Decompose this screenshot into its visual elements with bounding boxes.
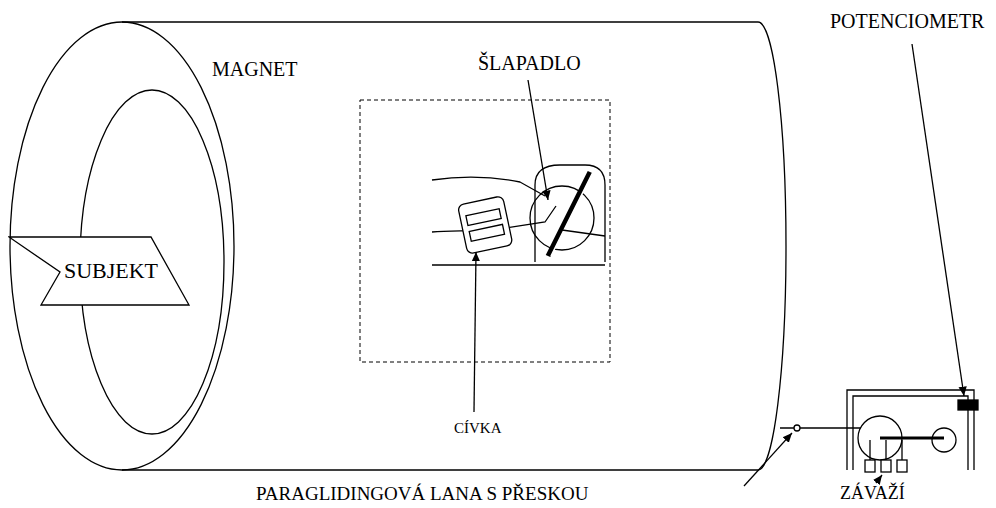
pedal	[548, 172, 590, 256]
potentiometer	[958, 400, 978, 410]
leader-line	[912, 44, 964, 396]
coil	[458, 196, 513, 254]
part-label: POTENCIOMETR	[830, 10, 984, 32]
base-line	[432, 264, 605, 265]
weight	[865, 460, 875, 472]
magnet-front	[10, 22, 234, 470]
pedal-housing	[535, 165, 605, 262]
leader-line	[528, 80, 548, 200]
axle	[880, 437, 944, 440]
subject-flag: SUBJEKT	[8, 236, 192, 306]
weight	[881, 460, 891, 472]
leader-line	[744, 433, 792, 486]
magnet-body	[122, 22, 786, 470]
part-label: CÍVKA	[454, 420, 502, 437]
leg-upper	[432, 177, 545, 196]
pedal-wheel	[530, 186, 594, 250]
part-label: ŠLAPADLO	[478, 52, 581, 74]
inset-frame	[360, 100, 610, 362]
leader-line	[876, 475, 882, 483]
part-label: MAGNET	[212, 58, 298, 80]
frame	[847, 390, 974, 470]
part-label: PARAGLIDINGOVÁ LANA S PŘESKOU	[256, 484, 588, 505]
frame-inner	[853, 396, 968, 470]
buckle	[794, 425, 800, 431]
weight	[897, 460, 907, 472]
pedal-cord	[562, 230, 605, 236]
part-label: ZÁVAŽÍ	[840, 484, 905, 504]
potentiometer-wheel	[932, 428, 956, 452]
node-text: SUBJEKT	[30, 259, 192, 283]
leader-line	[474, 252, 476, 412]
